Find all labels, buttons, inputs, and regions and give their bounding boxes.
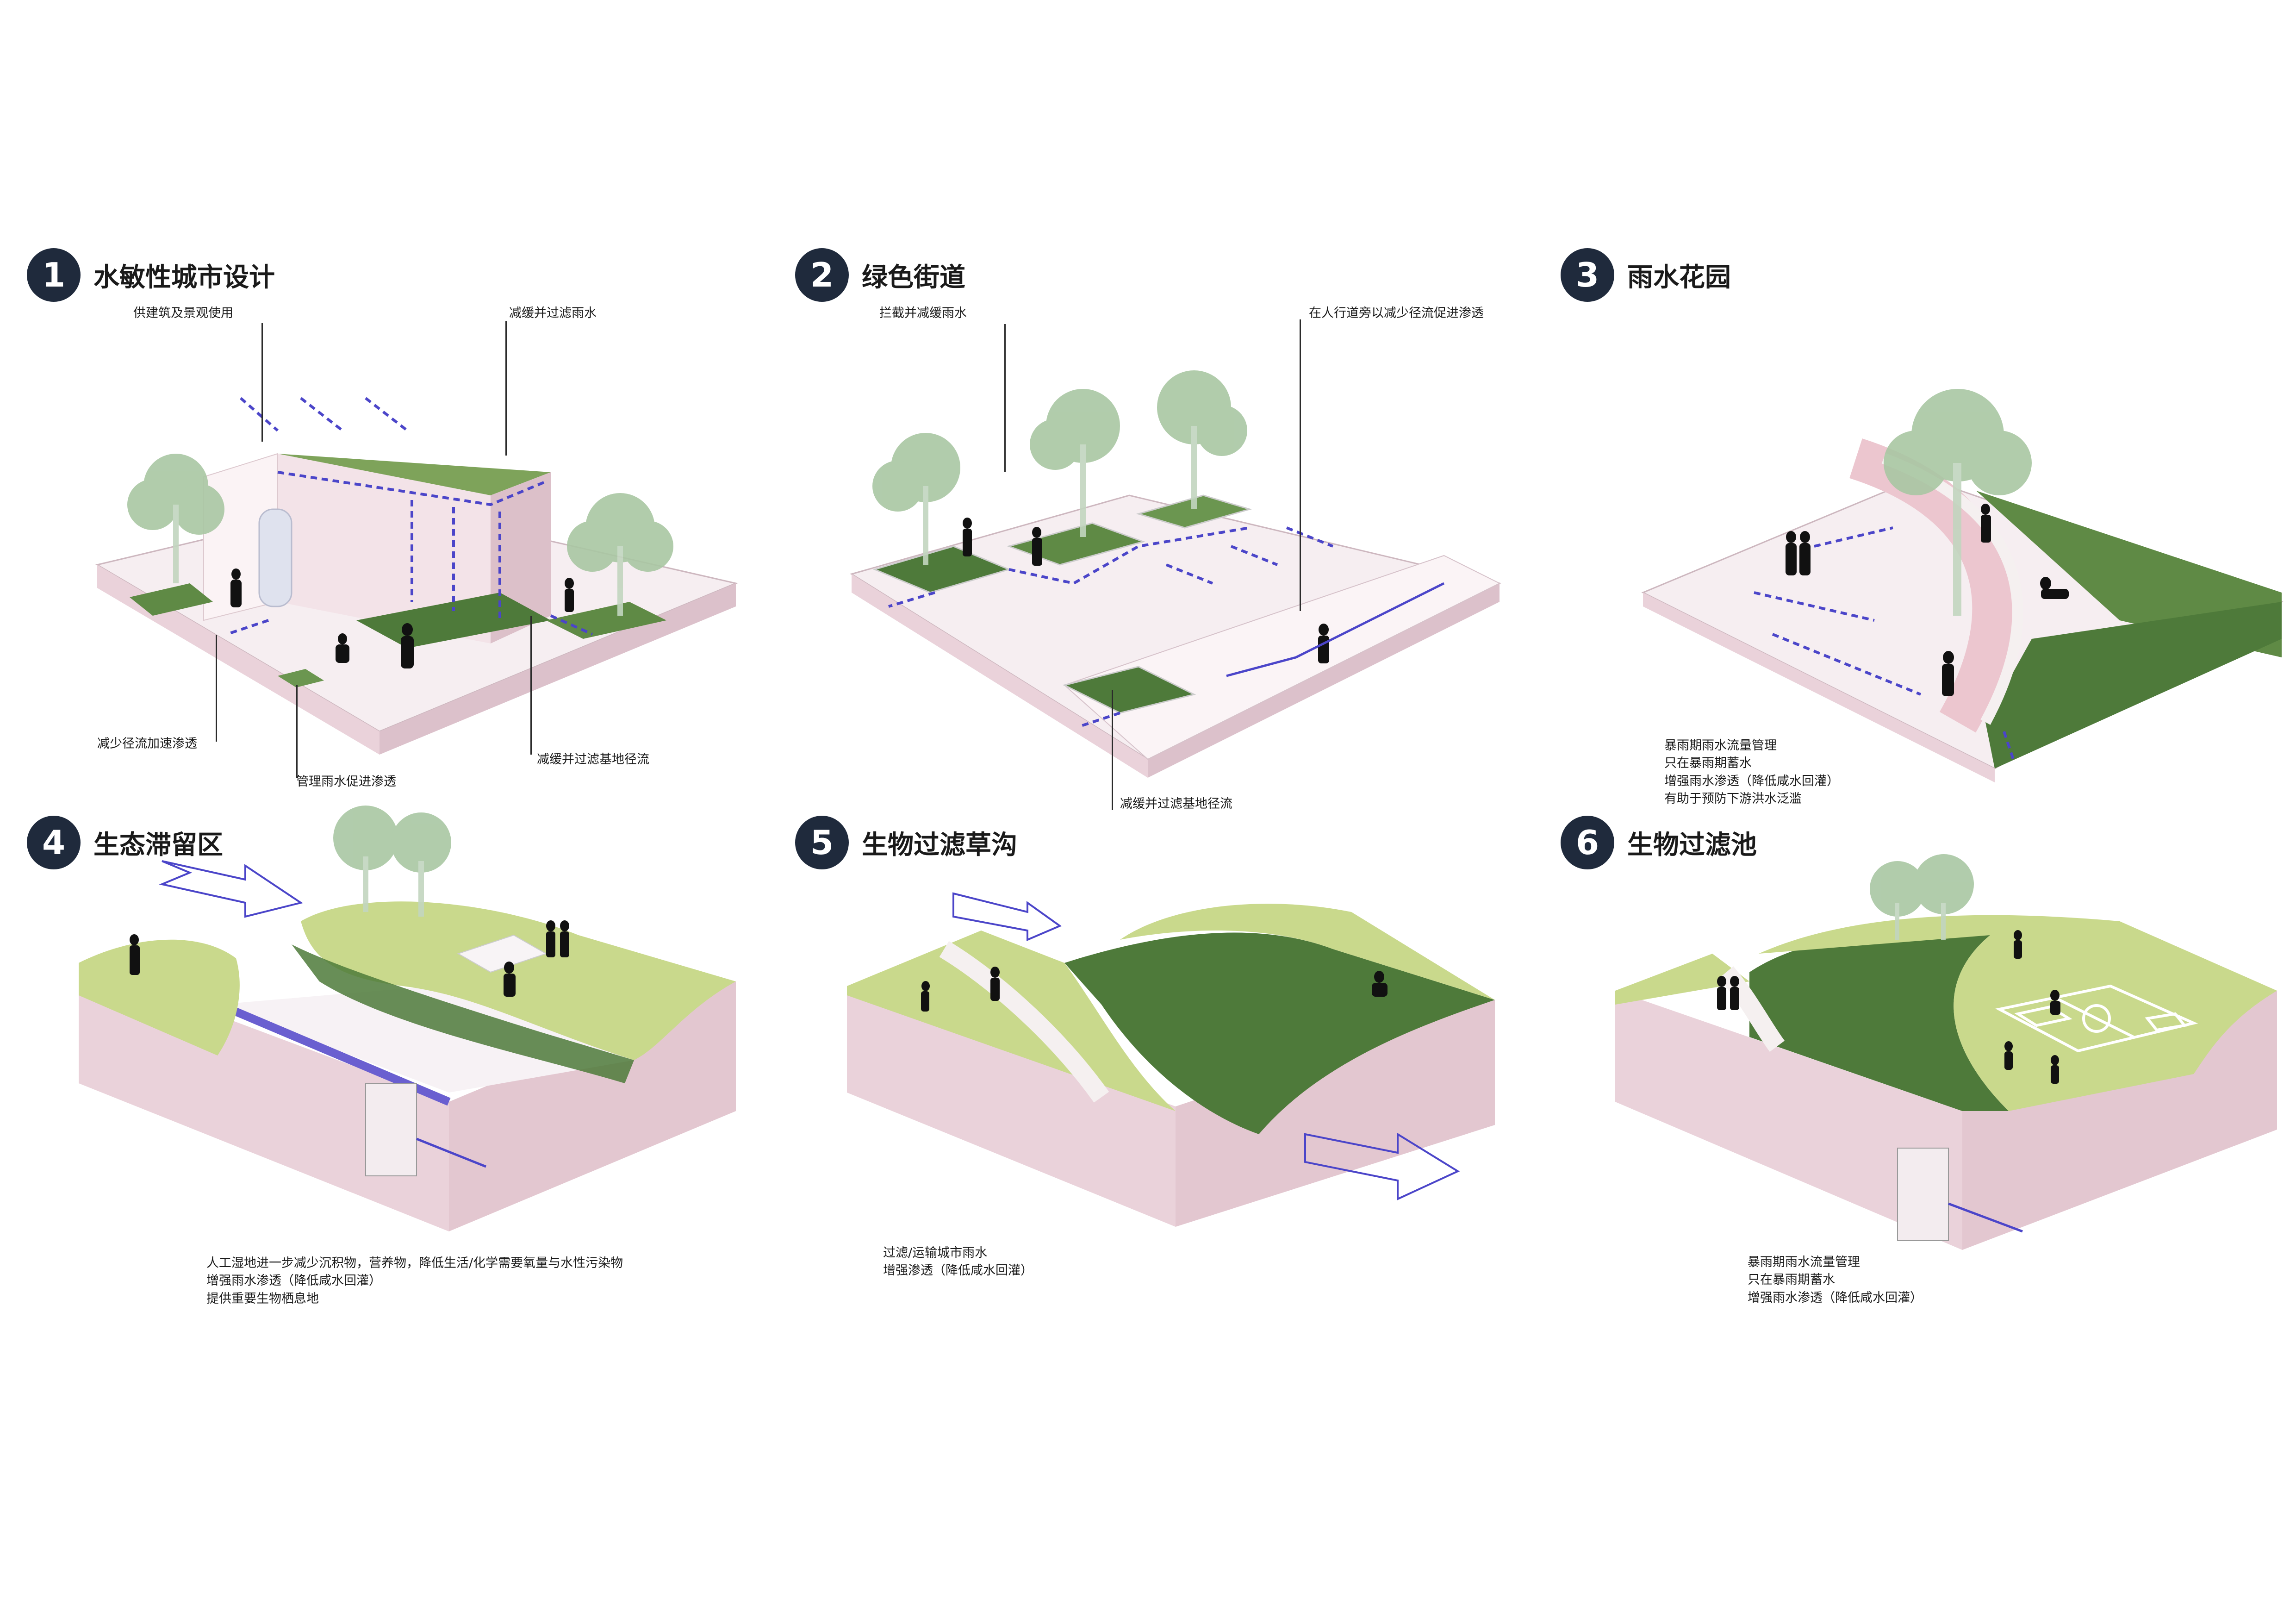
panel-4-illustration xyxy=(79,806,736,1231)
panel-5-title-text: 生物过滤草沟 xyxy=(862,830,1017,860)
panel-2-title-text: 绿色街道 xyxy=(862,262,965,293)
leader-line xyxy=(1112,690,1113,810)
panel-2-label-sidewalk: 在人行道旁以减少径流促进渗透 xyxy=(1309,306,1484,320)
panel-6-description: 暴雨期雨水流量管理 只在暴雨期蓄水 增强雨水渗透（降低咸水回灌） xyxy=(1748,1255,1923,1305)
panel-2-title: 2 绿色街道 xyxy=(795,248,965,302)
panel-1-label-site-runoff: 减缓并过滤基地径流 xyxy=(537,752,649,767)
panel-4-number-badge: 4 xyxy=(27,816,81,869)
leader-line xyxy=(530,616,532,755)
panel-2-number-badge: 2 xyxy=(795,248,849,302)
panel-3-title: 3 雨水花园 xyxy=(1561,248,1731,302)
panel-1-label-slow-filter: 减缓并过滤雨水 xyxy=(509,306,597,320)
panel-4-description: 人工湿地进一步减少沉积物，营养物，降低生活/化学需要氧量与水性污染物 增强雨水渗… xyxy=(206,1256,623,1306)
leader-line xyxy=(505,321,507,456)
panel-2-label-site-runoff: 减缓并过滤基地径流 xyxy=(1120,797,1232,811)
panel-2-label-intercept: 拦截并减缓雨水 xyxy=(879,306,967,320)
panel-5-description: 过滤/运输城市雨水 增强渗透（降低咸水回灌） xyxy=(883,1246,1033,1278)
panel-1-title: 1 水敏性城市设计 xyxy=(27,248,275,302)
panel-6-illustration xyxy=(1615,854,2277,1250)
panel-3-description: 暴雨期雨水流量管理 只在暴雨期蓄水 增强雨水渗透（降低咸水回灌） 有助于预防下游… xyxy=(1664,738,1839,806)
panel-5-title: 5 生物过滤草沟 xyxy=(795,816,1017,869)
leader-line xyxy=(216,635,217,742)
panel-4-title-text: 生态滞留区 xyxy=(93,830,223,860)
panel-5-number-badge: 5 xyxy=(795,816,849,869)
panel-5-illustration xyxy=(847,892,1495,1227)
panel-6-number-badge: 6 xyxy=(1561,816,1614,869)
panel-2-illustration xyxy=(850,370,1502,778)
panel-1-label-reduce-runoff: 减少径流加速渗透 xyxy=(97,737,197,751)
panel-1-number-badge: 1 xyxy=(27,248,81,302)
panel-4-title: 4 生态滞留区 xyxy=(27,816,223,869)
panel-1-title-text: 水敏性城市设计 xyxy=(93,262,275,293)
leader-line xyxy=(296,685,298,778)
panel-3-illustration xyxy=(1641,389,2284,782)
panel-3-title-text: 雨水花园 xyxy=(1627,262,1731,293)
panel-1-illustration xyxy=(95,397,738,755)
leader-line xyxy=(1300,319,1301,611)
tree-icon xyxy=(127,454,224,583)
panel-1-label-building-use: 供建筑及景观使用 xyxy=(133,306,233,320)
panel-1-label-manage-infiltration: 管理雨水促进渗透 xyxy=(296,775,396,789)
tree-icon xyxy=(567,493,673,616)
leader-line xyxy=(1004,324,1006,472)
panel-6-title: 6 生物过滤池 xyxy=(1561,816,1757,869)
panel-6-title-text: 生物过滤池 xyxy=(1627,830,1757,860)
leader-line xyxy=(261,323,263,442)
panel-3-number-badge: 3 xyxy=(1561,248,1614,302)
